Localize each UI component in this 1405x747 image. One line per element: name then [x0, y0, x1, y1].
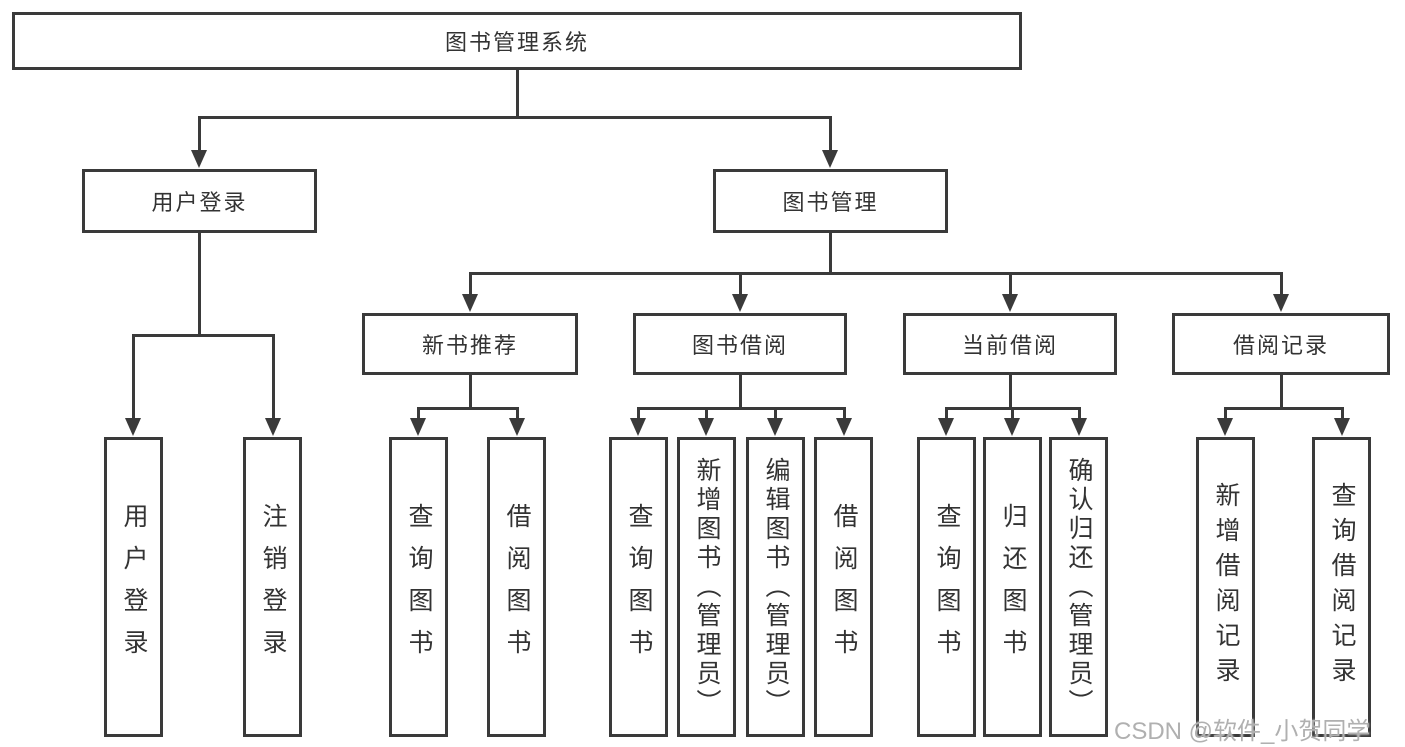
connector-line — [842, 408, 846, 420]
connector-line — [1008, 375, 1012, 410]
connector-line — [773, 408, 777, 420]
leaf-add-borrow-record: 新增借阅记录 — [1196, 437, 1255, 737]
leaf-user-login: 用户登录 — [104, 437, 163, 737]
connector-line — [1279, 375, 1283, 410]
connector-line — [944, 408, 948, 420]
node-new-book-recommend-label: 新书推荐 — [421, 333, 518, 358]
leaf-confirm-return-admin: 确认归还（管理员） — [1049, 437, 1108, 737]
connector-line — [131, 335, 135, 420]
connector-line — [271, 335, 275, 420]
node-user-login: 用户登录 — [82, 169, 317, 233]
connector-line — [1077, 408, 1081, 420]
connector-line — [515, 408, 519, 420]
leaf-query-books-current: 查询图书 — [917, 437, 976, 737]
connector-line — [704, 408, 708, 420]
leaf-add-book-admin-label: 新增图书（管理员） — [693, 456, 721, 718]
node-new-book-recommend: 新书推荐 — [362, 313, 578, 375]
arrow-down-icon — [1071, 418, 1087, 436]
arrow-down-icon — [191, 150, 207, 168]
arrow-down-icon — [767, 418, 783, 436]
leaf-edit-book-admin-label: 编辑图书（管理员） — [762, 456, 790, 718]
connector-line — [828, 233, 832, 275]
leaf-borrow-books-borrow-label: 借阅图书 — [830, 503, 858, 671]
arrow-down-icon — [822, 150, 838, 168]
arrow-down-icon — [938, 418, 954, 436]
connector-line — [131, 333, 275, 337]
node-current-borrow-label: 当前借阅 — [961, 333, 1058, 358]
arrow-down-icon — [630, 418, 646, 436]
arrow-down-icon — [1217, 418, 1233, 436]
connector-line — [197, 233, 201, 337]
arrow-down-icon — [698, 418, 714, 436]
watermark: CSDN @软件_小贺同学 — [1114, 718, 1371, 745]
leaf-query-borrow-record-label: 查询借阅记录 — [1328, 482, 1356, 692]
leaf-return-books: 归还图书 — [983, 437, 1042, 737]
leaf-logout-label: 注销登录 — [259, 503, 287, 671]
node-current-borrow: 当前借阅 — [903, 313, 1117, 375]
connector-line — [636, 408, 640, 420]
connector-line — [636, 406, 846, 410]
connector-line — [468, 273, 472, 296]
leaf-query-borrow-record: 查询借阅记录 — [1312, 437, 1371, 737]
connector-line — [1010, 408, 1014, 420]
leaf-borrow-books-borrow: 借阅图书 — [814, 437, 873, 737]
node-root-label: 图书管理系统 — [444, 30, 589, 55]
leaf-query-books-recommend: 查询图书 — [389, 437, 448, 737]
leaf-edit-book-admin: 编辑图书（管理员） — [746, 437, 805, 737]
arrow-down-icon — [410, 418, 426, 436]
leaf-logout: 注销登录 — [243, 437, 302, 737]
connector-line — [738, 375, 742, 410]
connector-line — [1223, 408, 1227, 420]
connector-line — [1223, 406, 1344, 410]
connector-line — [197, 115, 832, 119]
connector-line — [416, 408, 420, 420]
leaf-user-login-label: 用户登录 — [120, 503, 148, 671]
connector-line — [1340, 408, 1344, 420]
leaf-add-borrow-record-label: 新增借阅记录 — [1212, 482, 1240, 692]
connector-line — [416, 406, 519, 410]
connector-line — [197, 117, 201, 152]
leaf-borrow-books-recommend: 借阅图书 — [487, 437, 546, 737]
connector-line — [1279, 273, 1283, 296]
arrow-down-icon — [509, 418, 525, 436]
node-book-borrow: 图书借阅 — [633, 313, 847, 375]
leaf-query-books-borrow: 查询图书 — [609, 437, 668, 737]
arrow-down-icon — [1273, 294, 1289, 312]
leaf-query-books-recommend-label: 查询图书 — [405, 503, 433, 671]
connector-line — [738, 273, 742, 296]
arrow-down-icon — [265, 418, 281, 436]
connector-line — [468, 375, 472, 410]
connector-line — [1008, 273, 1012, 296]
node-root: 图书管理系统 — [12, 12, 1022, 70]
leaf-borrow-books-recommend-label: 借阅图书 — [503, 503, 531, 671]
arrow-down-icon — [462, 294, 478, 312]
arrow-down-icon — [125, 418, 141, 436]
node-book-management: 图书管理 — [713, 169, 948, 233]
arrow-down-icon — [836, 418, 852, 436]
leaf-query-books-current-label: 查询图书 — [933, 503, 961, 671]
node-user-login-label: 用户登录 — [151, 190, 248, 215]
connector-line — [515, 70, 519, 119]
node-book-management-label: 图书管理 — [782, 190, 879, 215]
arrow-down-icon — [732, 294, 748, 312]
connector-line — [468, 271, 1283, 275]
leaf-add-book-admin: 新增图书（管理员） — [677, 437, 736, 737]
leaf-confirm-return-admin-label: 确认归还（管理员） — [1065, 456, 1093, 718]
leaf-return-books-label: 归还图书 — [999, 503, 1027, 671]
arrow-down-icon — [1002, 294, 1018, 312]
arrow-down-icon — [1334, 418, 1350, 436]
arrow-down-icon — [1004, 418, 1020, 436]
node-borrow-records: 借阅记录 — [1172, 313, 1390, 375]
node-book-borrow-label: 图书借阅 — [691, 333, 788, 358]
connector-line — [828, 117, 832, 152]
leaf-query-books-borrow-label: 查询图书 — [625, 503, 653, 671]
node-borrow-records-label: 借阅记录 — [1232, 333, 1329, 358]
